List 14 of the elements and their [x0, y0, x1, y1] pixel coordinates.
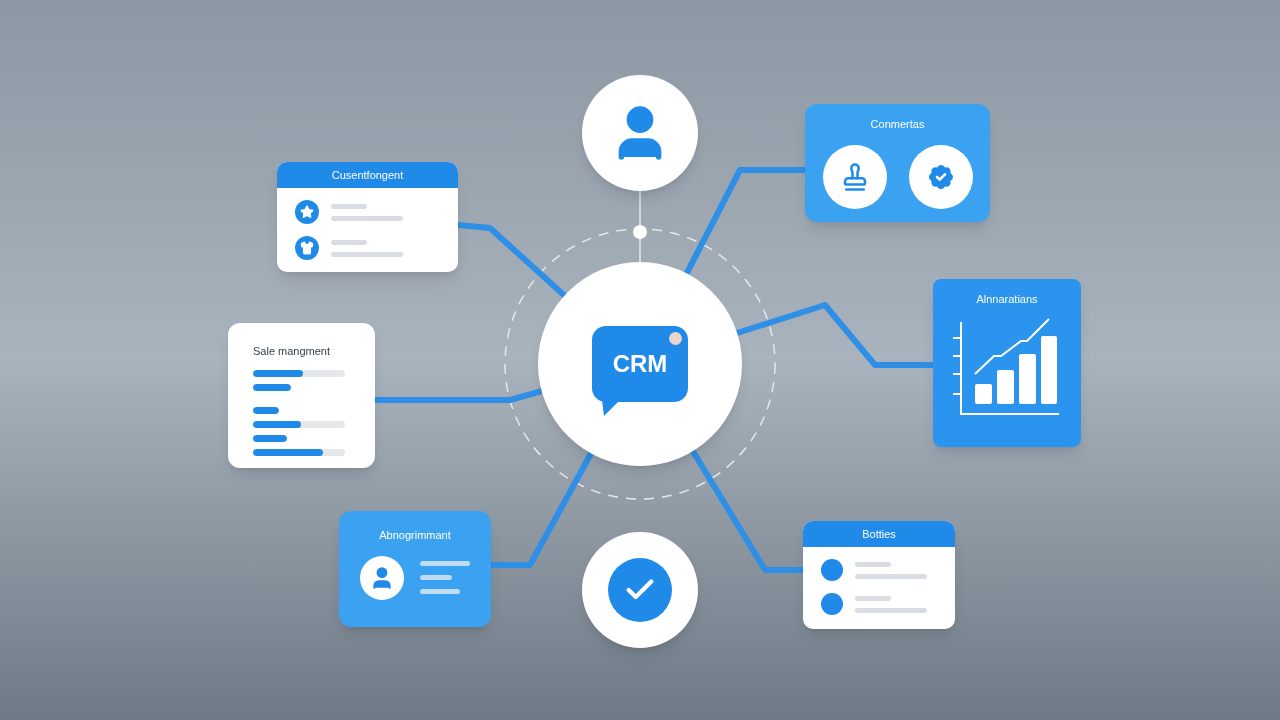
card-title: Botties [862, 526, 896, 542]
card-title: Alnnaratians [976, 292, 1038, 307]
info-card [339, 511, 491, 627]
card-title: Sale mangment [253, 344, 332, 359]
info-card [933, 279, 1081, 447]
crm-label: CRM [612, 349, 668, 379]
info-card [277, 162, 458, 272]
card-title: Cusentfongent [331, 167, 404, 183]
info-card [228, 323, 375, 468]
connector-line [639, 190, 641, 263]
info-card [805, 104, 990, 222]
card-title: Abnogrimmant [379, 528, 451, 543]
info-card [803, 521, 955, 629]
card-title: Conmertas [870, 117, 925, 132]
